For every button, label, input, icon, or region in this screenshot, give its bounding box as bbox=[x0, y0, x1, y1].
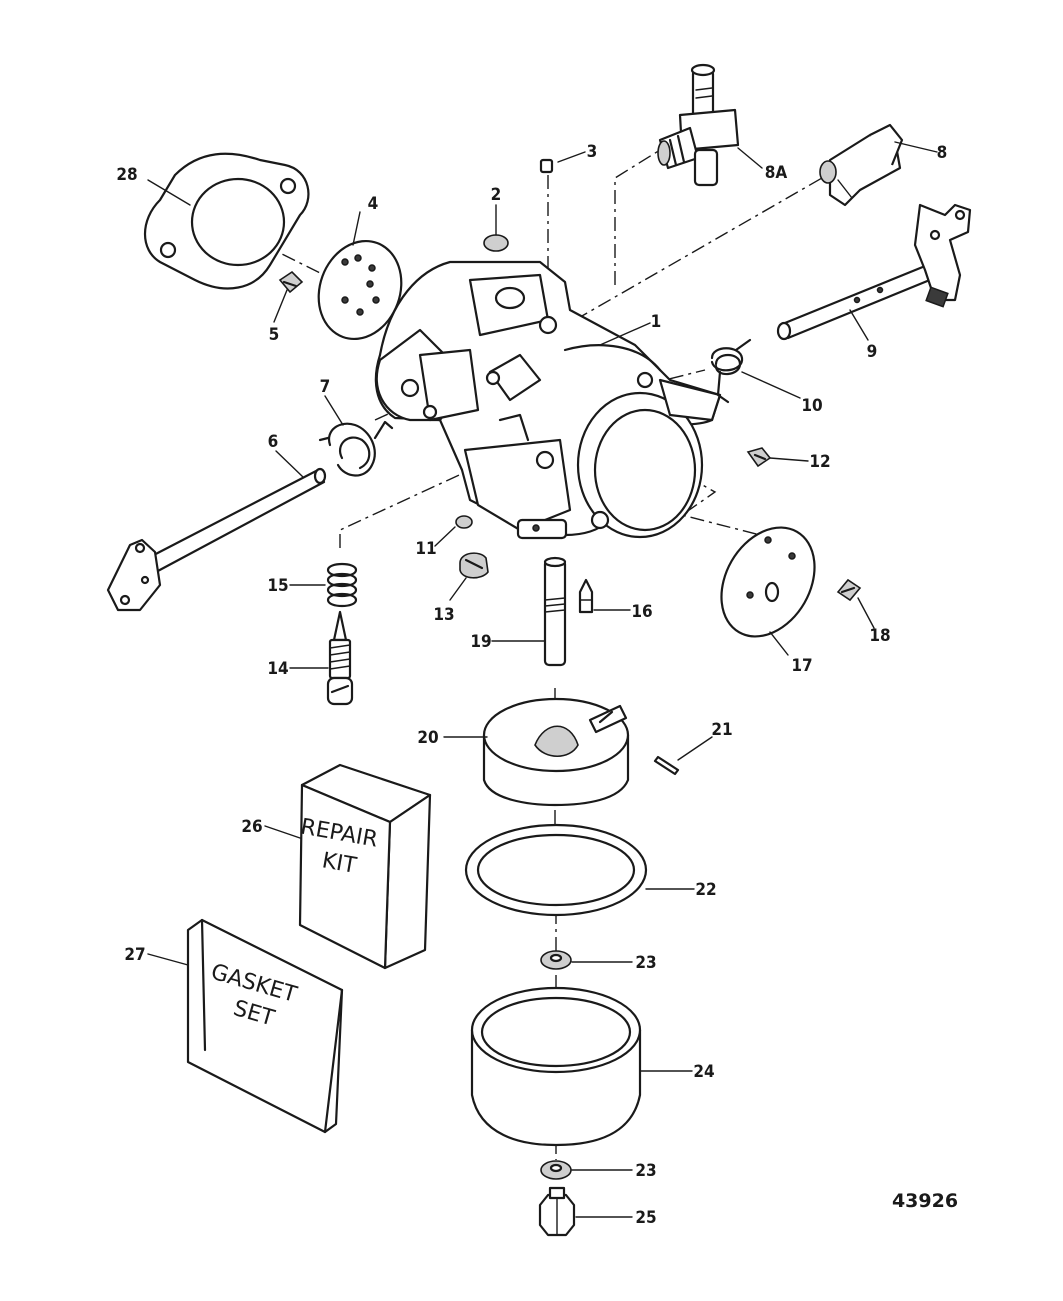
repair-kit-label-line2: KIT bbox=[320, 848, 359, 879]
lead-plug-part bbox=[455, 515, 473, 529]
callout-1: 1 bbox=[651, 312, 662, 332]
callout-3: 3 bbox=[587, 142, 598, 162]
callout-18: 18 bbox=[869, 626, 890, 646]
callout-8: 8 bbox=[937, 143, 948, 163]
small-plug-part bbox=[539, 158, 554, 174]
callout-2: 2 bbox=[491, 185, 502, 205]
throttle-spring-part bbox=[710, 338, 752, 404]
callout-23-lower: 23 bbox=[635, 1161, 656, 1181]
bowl-nut-part bbox=[538, 1186, 576, 1237]
cover-plate-right-part bbox=[720, 526, 816, 638]
tee-fitting-part bbox=[657, 63, 740, 187]
callout-19: 19 bbox=[470, 632, 491, 652]
carburetor-body-part bbox=[374, 260, 722, 540]
flange-gasket-part bbox=[143, 152, 310, 290]
callout-26: 26 bbox=[241, 817, 262, 837]
callout-12: 12 bbox=[809, 452, 830, 472]
choke-shaft-part bbox=[106, 467, 327, 612]
callout-8A: 8A bbox=[765, 163, 788, 183]
callout-23-upper: 23 bbox=[635, 953, 656, 973]
callout-9: 9 bbox=[867, 342, 878, 362]
callout-20: 20 bbox=[417, 728, 438, 748]
elbow-fitting-part bbox=[819, 123, 904, 207]
callout-14: 14 bbox=[267, 659, 288, 679]
throttle-shaft-part bbox=[776, 203, 972, 341]
bowl-gasket-part bbox=[464, 823, 648, 917]
float-bowl-part bbox=[470, 986, 642, 1147]
callout-17: 17 bbox=[791, 656, 812, 676]
welch-plug-part bbox=[483, 234, 509, 252]
callout-25: 25 bbox=[635, 1208, 656, 1228]
leader-lines bbox=[147, 141, 938, 1218]
callout-16: 16 bbox=[631, 602, 652, 622]
callout-24: 24 bbox=[693, 1062, 714, 1082]
float-part bbox=[482, 697, 630, 807]
callout-6: 6 bbox=[268, 432, 279, 452]
plug-screw-part bbox=[459, 552, 489, 579]
callout-27: 27 bbox=[124, 945, 145, 965]
washer-lower-part bbox=[540, 1160, 572, 1180]
callout-21: 21 bbox=[711, 720, 732, 740]
cover-screw-part bbox=[836, 578, 862, 602]
callout-13: 13 bbox=[433, 605, 454, 625]
screw-part bbox=[278, 270, 304, 294]
choke-spring-part bbox=[318, 420, 394, 477]
callout-28: 28 bbox=[116, 165, 137, 185]
callout-15: 15 bbox=[267, 576, 288, 596]
callout-4: 4 bbox=[368, 194, 379, 214]
adjusting-needle-part bbox=[326, 610, 354, 706]
callout-22: 22 bbox=[695, 880, 716, 900]
callout-7: 7 bbox=[320, 377, 331, 397]
callout-11: 11 bbox=[415, 539, 436, 559]
callout-5: 5 bbox=[269, 325, 280, 345]
washer-upper-part bbox=[540, 950, 572, 970]
needle-spring-part bbox=[326, 562, 358, 608]
fuel-pin-part bbox=[578, 578, 594, 614]
main-jet-tube-part bbox=[543, 556, 567, 667]
gasket-set-package: GASKET SET bbox=[186, 918, 344, 1134]
callout-labels: 28 4 2 3 8A 8 5 1 9 10 7 6 12 11 15 13 1… bbox=[116, 142, 947, 1228]
callout-10: 10 bbox=[801, 396, 822, 416]
repair-kit-box: REPAIR KIT bbox=[299, 763, 432, 970]
float-pin-part bbox=[653, 755, 680, 776]
idle-screw-part bbox=[746, 447, 772, 468]
figure-number: 43926 bbox=[892, 1190, 958, 1212]
